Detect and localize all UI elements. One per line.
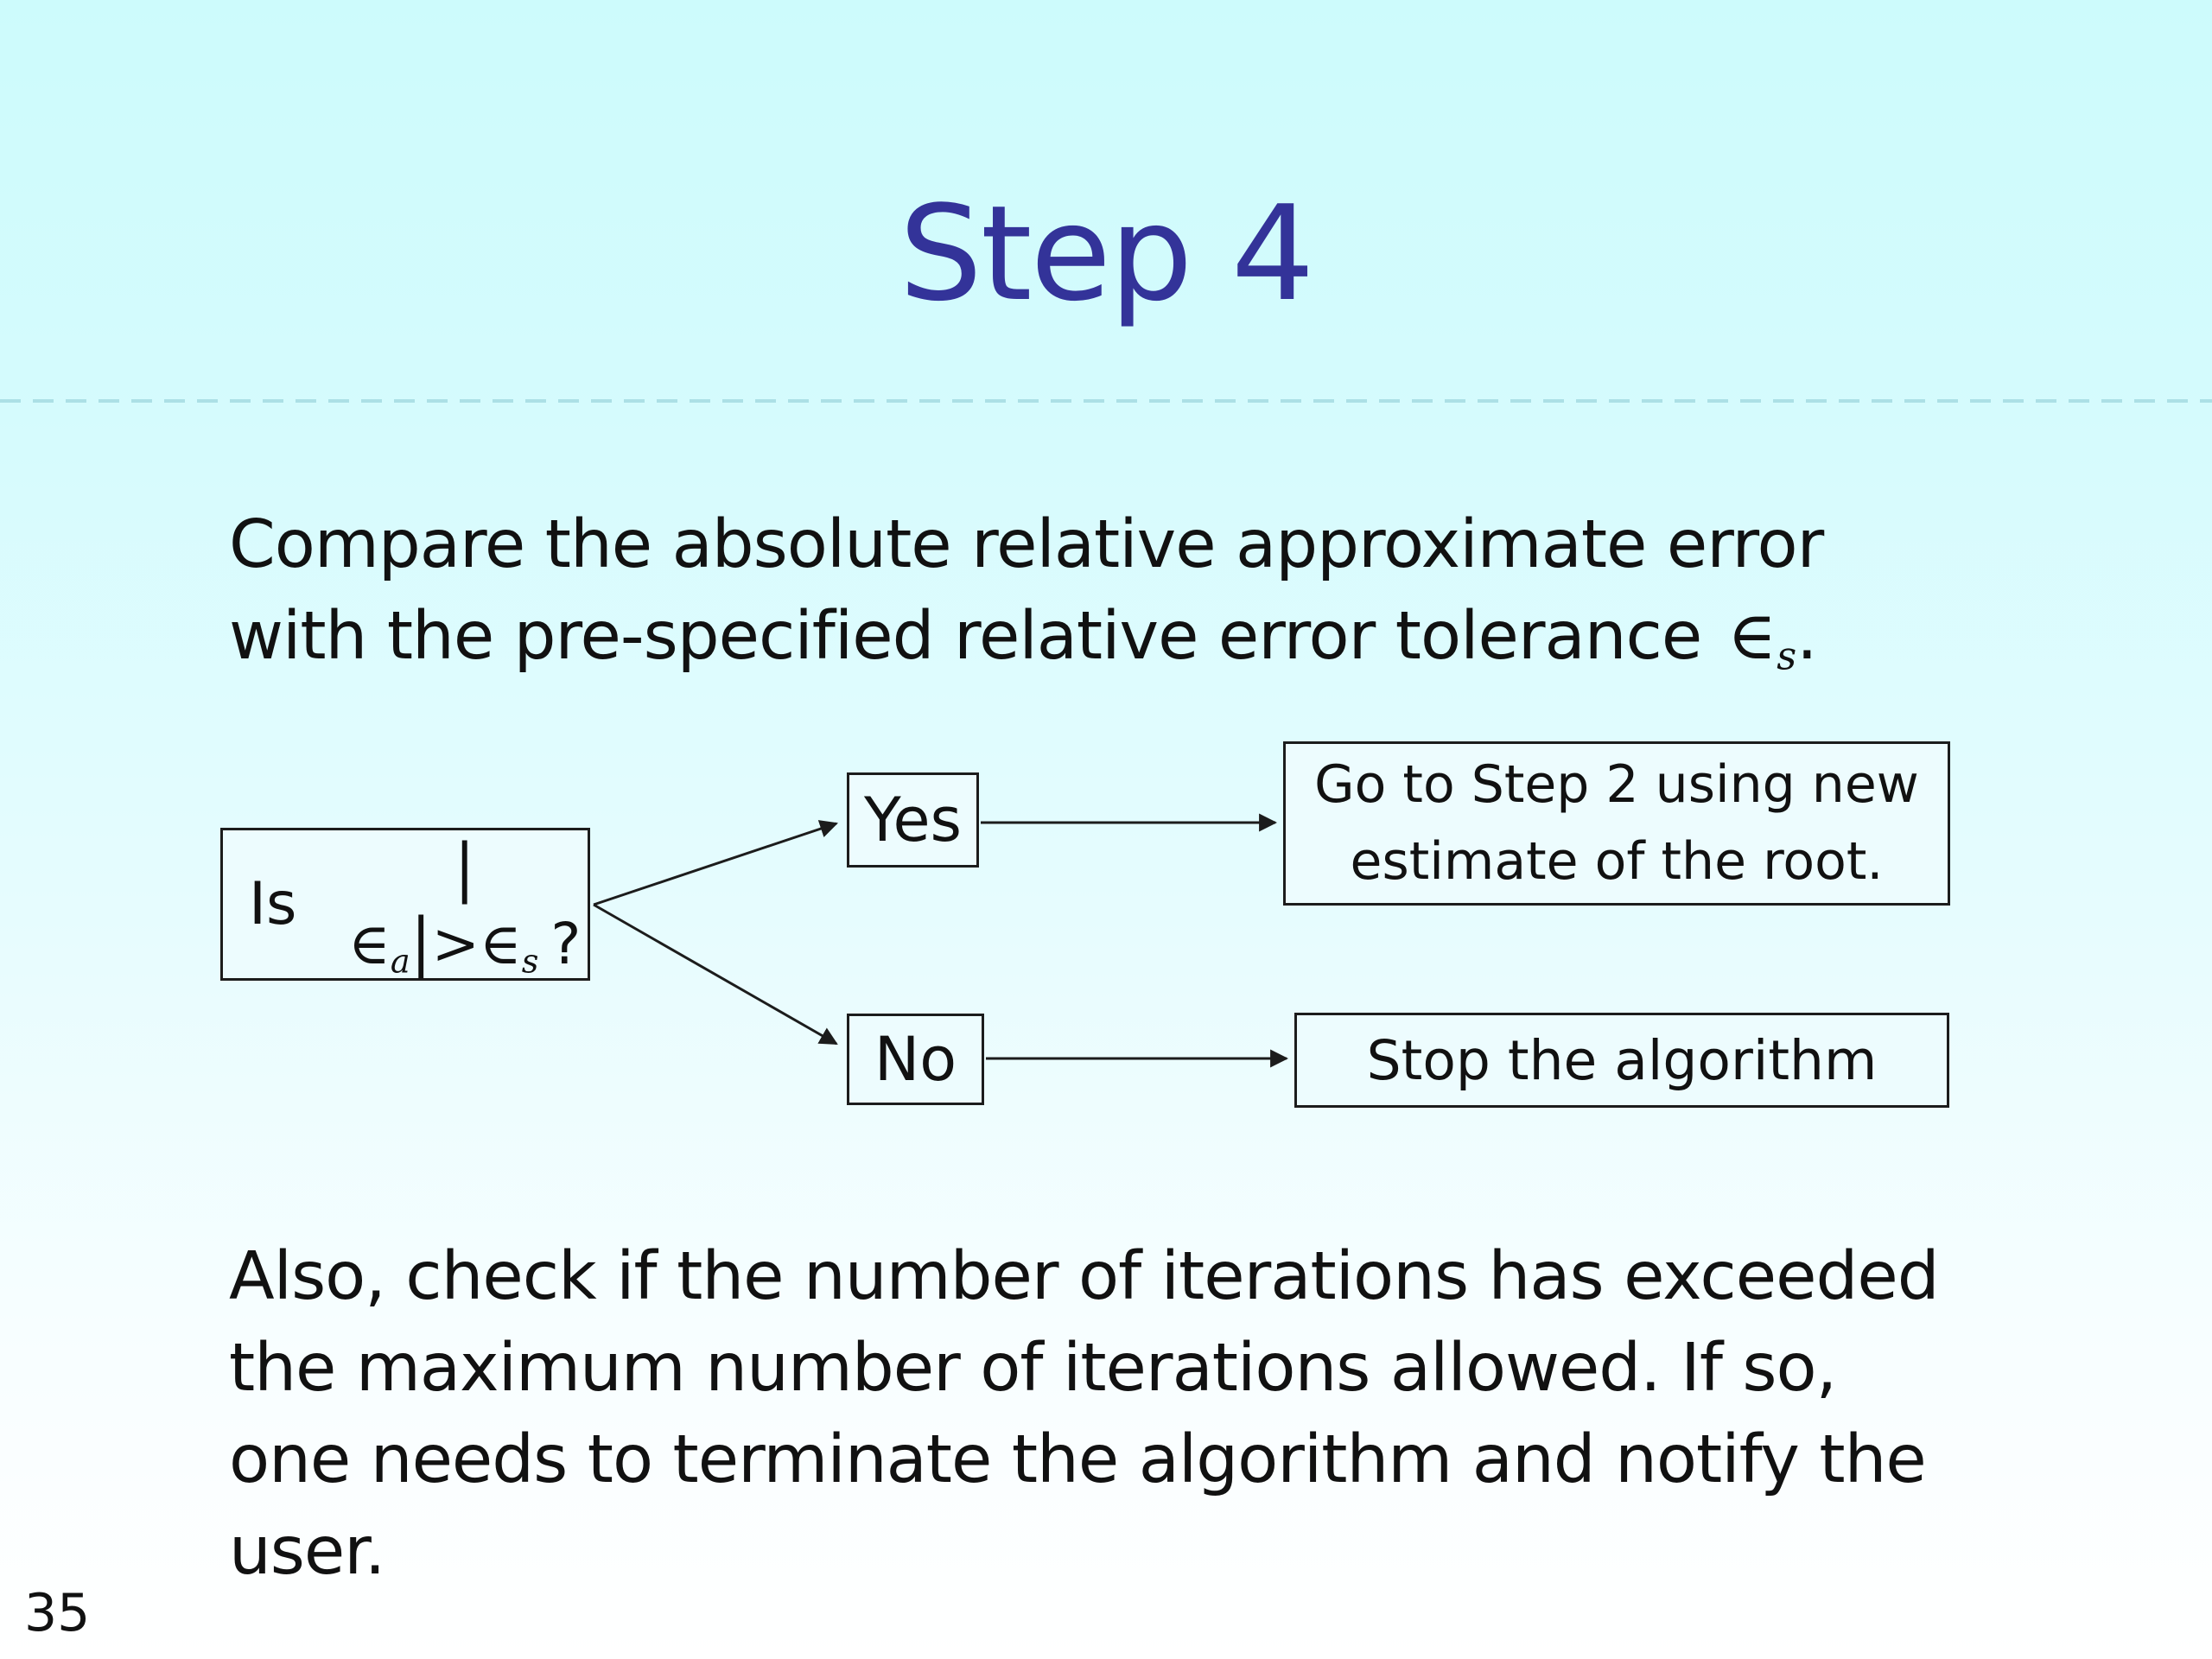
go-box-text: Go to Step 2 using new estimate of the r… <box>1314 747 1919 900</box>
stop-label: Stop the algorithm <box>1366 1028 1878 1092</box>
intro-line-2-text: with the pre-specified relative error to… <box>229 598 1702 675</box>
yes-label: Yes <box>864 785 962 855</box>
intro-line-1: Compare the absolute relative approximat… <box>229 506 1824 583</box>
epsilon-glyph: ∈ <box>1727 598 1777 675</box>
abs-bar-close: | <box>410 904 432 979</box>
decision-formula: |∈a|>∈s? <box>341 830 588 979</box>
intro-line-2: with the pre-specified relative error to… <box>229 591 1823 683</box>
go-to-step-2-box: Go to Step 2 using new estimate of the r… <box>1283 741 1950 906</box>
outro-line-2: the maximum number of iterations allowed… <box>229 1330 1837 1407</box>
outro-line-4: user. <box>229 1513 385 1590</box>
intro-paragraph: Compare the absolute relative approximat… <box>229 499 1824 683</box>
epsilon-s-subscript: s <box>521 942 539 982</box>
epsilon-a-glyph: ∈ <box>348 910 391 977</box>
go-box-line-1: Go to Step 2 using new <box>1314 754 1919 815</box>
decision-box: Is|∈a|>∈s? <box>220 828 590 981</box>
arrow-decision-to-yes <box>593 820 838 906</box>
yes-box: Yes <box>847 772 979 868</box>
no-box: No <box>847 1014 984 1105</box>
intro-period: . <box>1796 598 1818 675</box>
outro-paragraph: Also, check if the number of iterations … <box>229 1231 1940 1598</box>
arrow-decision-to-no <box>593 903 838 1046</box>
epsilon-s-glyph: ∈ <box>479 910 522 977</box>
outro-line-1: Also, check if the number of iterations … <box>229 1238 1940 1315</box>
greater-than-sign: > <box>431 910 480 977</box>
title-divider-dashed-line <box>0 399 2212 403</box>
abs-bar-open: | <box>454 830 476 905</box>
slide-title: Step 4 <box>899 177 1314 330</box>
epsilon-s-symbol: ∈s <box>1727 598 1796 676</box>
go-box-line-2: estimate of the root. <box>1350 831 1884 892</box>
decision-word: Is <box>249 870 297 938</box>
question-mark: ? <box>550 910 582 977</box>
outro-line-3: one needs to terminate the algorithm and… <box>229 1421 1927 1498</box>
epsilon-a-subscript: a <box>390 942 410 982</box>
epsilon-subscript: s <box>1777 633 1797 679</box>
page-number: 35 <box>24 1583 91 1643</box>
stop-algorithm-box: Stop the algorithm <box>1294 1013 1949 1108</box>
no-label: No <box>874 1024 957 1095</box>
